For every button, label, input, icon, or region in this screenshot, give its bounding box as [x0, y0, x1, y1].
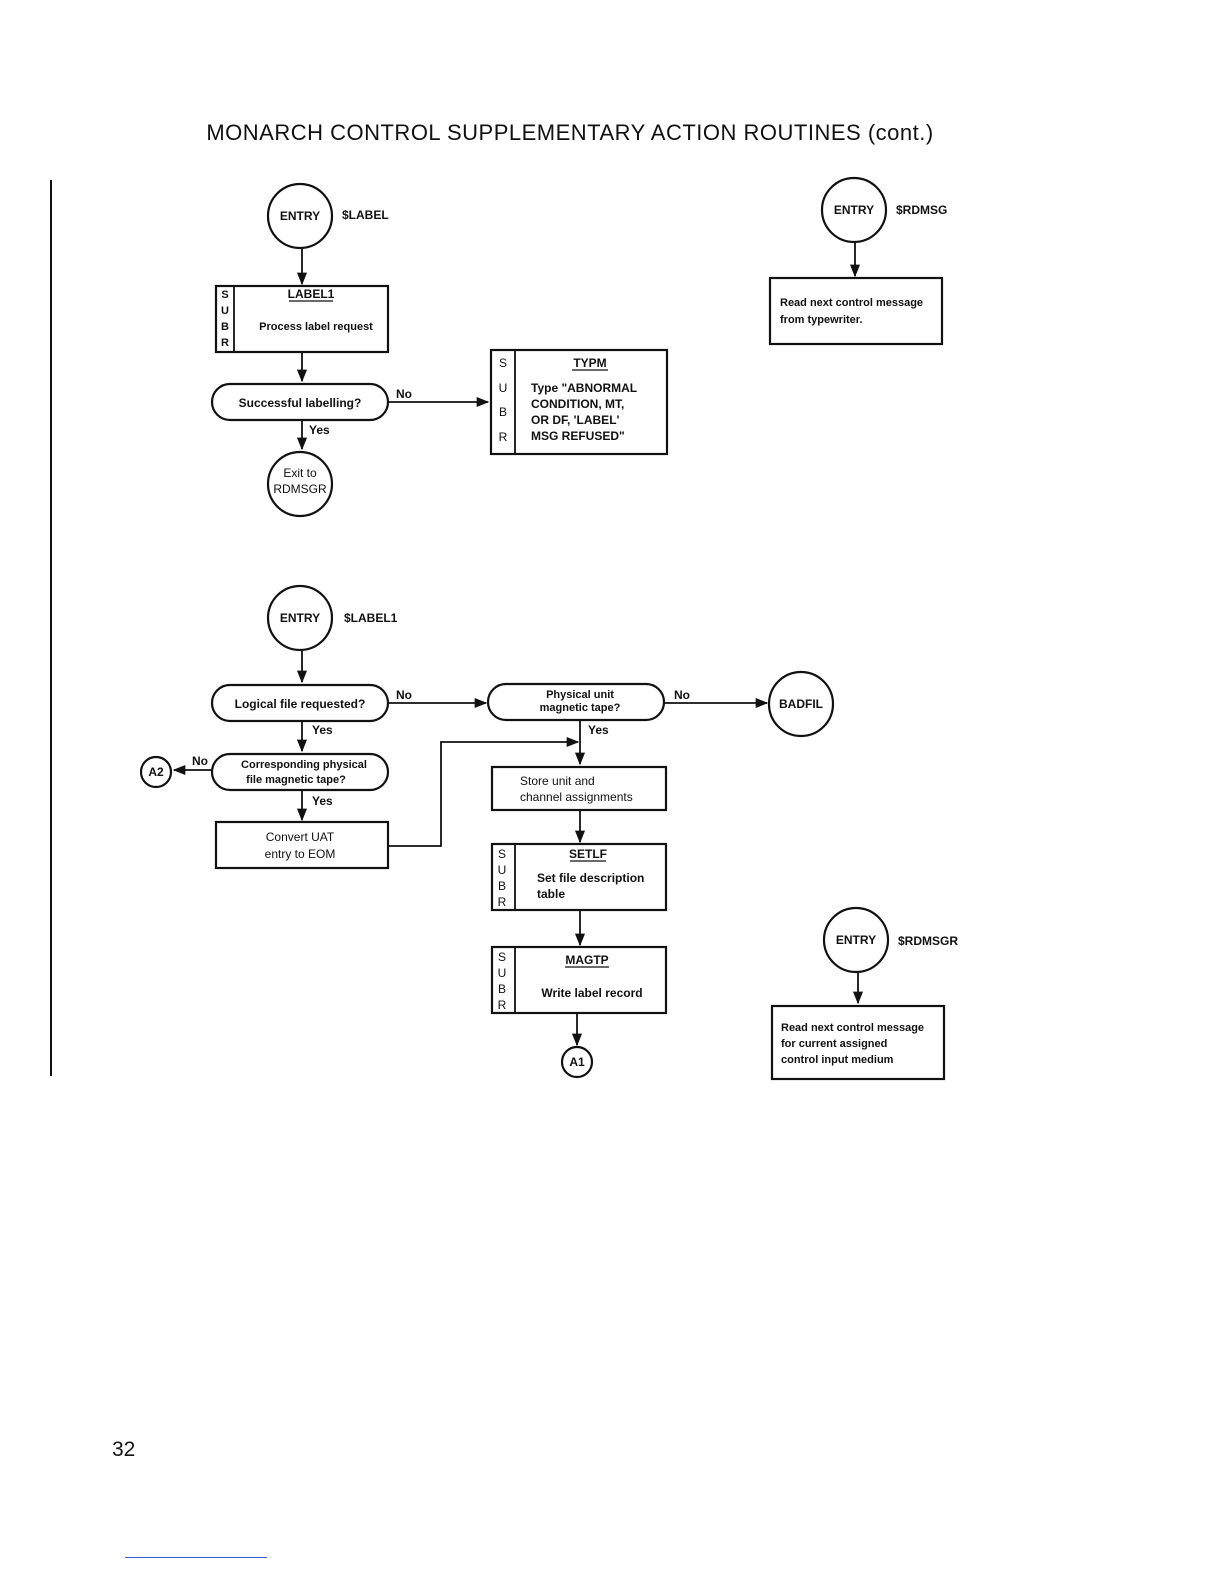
yes-label: Yes: [312, 723, 333, 737]
read-control-message-line: Read next control message: [780, 297, 923, 309]
subr-typm-name: TYPM: [573, 356, 606, 370]
read-control-message-line: for current assigned: [781, 1038, 887, 1050]
exit-to-rdmsgr-terminal: [266, 450, 334, 518]
read-control-message-typewriter-box: [768, 276, 944, 346]
yes-label: Yes: [312, 794, 333, 808]
subr-letter: U: [221, 305, 229, 317]
subr-setlf-box: [490, 842, 668, 912]
no-label: No: [192, 754, 208, 768]
no-label: No: [674, 688, 690, 702]
subr-letter: R: [498, 895, 507, 909]
subr-letter: S: [499, 356, 507, 370]
no-label: No: [396, 387, 412, 401]
srdmsgr-flow: ENTRY $RDMSGR Read next control message …: [770, 906, 958, 1081]
subr-typm-line: OR DF, 'LABEL': [531, 413, 620, 427]
subr-magtp-name: MAGTP: [565, 953, 608, 967]
convert-uat-text: entry to EOM: [265, 847, 336, 861]
srdmsg-entry-terminal: [820, 176, 888, 244]
read-control-message-medium-box: [770, 1004, 946, 1081]
subr-letter: U: [498, 863, 507, 877]
subr-letter: B: [498, 879, 506, 893]
subr-label1-desc: Process label request: [259, 321, 373, 333]
convert-uat-text: Convert UAT: [266, 830, 335, 844]
subr-letter: R: [498, 998, 507, 1012]
store-unit-text: channel assignments: [520, 790, 633, 804]
subr-label1-name: LABEL1: [288, 287, 335, 301]
subr-typm-line: MSG REFUSED": [531, 429, 625, 443]
margin-change-bar: [50, 180, 52, 1076]
decision-physical-unit-text: magnetic tape?: [540, 702, 621, 714]
slabel-entry-label: $LABEL: [342, 208, 389, 222]
subr-letter: R: [499, 430, 508, 444]
connector-a2-text: A2: [148, 765, 164, 779]
slabel-entry-terminal: [266, 182, 334, 250]
subr-letter: U: [499, 381, 508, 395]
store-unit-text: Store unit and: [520, 774, 595, 788]
exit-to-rdmsgr-text: Exit to: [283, 466, 317, 480]
subr-typm-line: CONDITION, MT,: [531, 397, 624, 411]
decision-corresponding-text: Corresponding physical: [241, 759, 367, 771]
decision-physical-unit: [486, 682, 666, 722]
subr-setlf-text: table: [537, 887, 565, 901]
slabel1-flow: ENTRY $LABEL1 Logical file requested? No…: [139, 584, 835, 1079]
slabel-flow: ENTRY $LABEL S U B R LABEL1 Process labe…: [210, 182, 669, 518]
read-control-message-line: Read next control message: [781, 1022, 924, 1034]
srdmsg-flow: ENTRY $RDMSG Read next control message f…: [768, 176, 947, 346]
srdmsgr-entry-terminal: [822, 906, 890, 974]
connector-a1: [560, 1045, 594, 1079]
decision-corresponding-text: file magnetic tape?: [246, 774, 346, 786]
subr-typm-box: [489, 348, 669, 456]
subr-letter: B: [498, 982, 506, 996]
subr-letter: B: [499, 405, 507, 419]
decision-logical-file-text: Logical file requested?: [235, 697, 366, 711]
decision-successful-labelling-text: Successful labelling?: [239, 396, 362, 410]
subr-letter: U: [498, 966, 507, 980]
subr-letter: S: [498, 950, 506, 964]
page-title: MONARCH CONTROL SUPPLEMENTARY ACTION ROU…: [206, 120, 934, 145]
subr-letter: S: [498, 847, 506, 861]
subr-letter: R: [221, 337, 229, 349]
subr-letter: B: [221, 321, 229, 333]
yes-label: Yes: [588, 723, 609, 737]
subr-letter: S: [221, 289, 228, 301]
read-control-message-line: from typewriter.: [780, 314, 863, 326]
yes-label: Yes: [309, 423, 330, 437]
srdmsgr-entry-label: $RDMSGR: [898, 934, 958, 948]
flow-line-merge: [388, 736, 580, 847]
subr-setlf-name: SETLF: [569, 847, 607, 861]
store-unit-box: [490, 765, 668, 812]
slabel1-entry-terminal: [266, 584, 334, 652]
badfil-terminal: [767, 670, 835, 738]
subr-setlf-text: Set file description: [537, 871, 644, 885]
slabel-entry-text: ENTRY: [280, 209, 320, 223]
convert-uat-box: [214, 820, 390, 870]
subr-typm-line: Type "ABNORMAL: [531, 381, 637, 395]
subr-magtp-desc: Write label record: [541, 986, 642, 1000]
read-control-message-line: control input medium: [781, 1054, 894, 1066]
subr-magtp-box: [490, 945, 668, 1015]
srdmsg-entry-text: ENTRY: [834, 203, 874, 217]
decision-physical-unit-text: Physical unit: [546, 689, 614, 701]
srdmsgr-entry-text: ENTRY: [836, 933, 876, 947]
exit-to-rdmsgr-text: RDMSGR: [273, 482, 327, 496]
decision-corresponding-physical: [210, 752, 390, 792]
connector-a1-text: A1: [569, 1055, 585, 1069]
no-label: No: [396, 688, 412, 702]
badfil-text: BADFIL: [779, 697, 823, 711]
slabel1-entry-text: ENTRY: [280, 611, 320, 625]
slabel1-entry-label: $LABEL1: [344, 611, 398, 625]
connector-a2: [139, 755, 173, 789]
footer-rule: [125, 1557, 267, 1558]
srdmsg-entry-label: $RDMSG: [896, 203, 947, 217]
page-number: 32: [112, 1438, 136, 1461]
